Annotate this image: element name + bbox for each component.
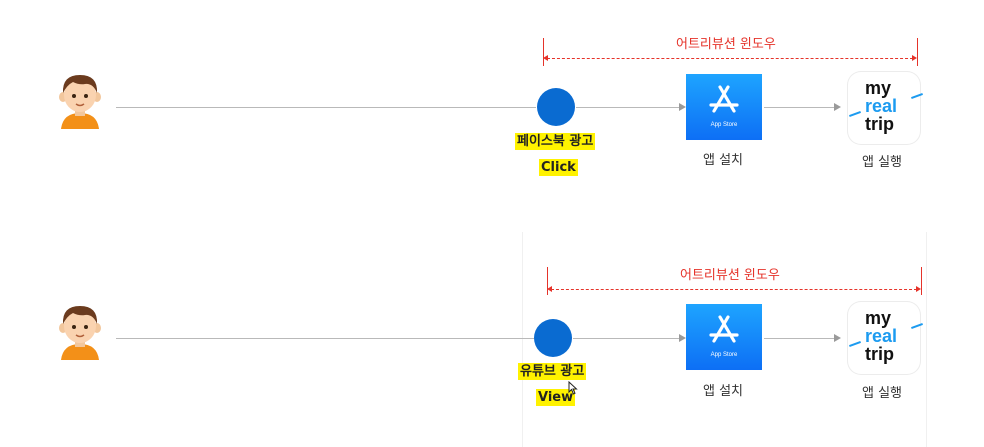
myrealtrip-logo: my real trip	[847, 301, 923, 375]
logo-accent-stroke	[911, 93, 923, 99]
flow-line	[116, 107, 536, 108]
user-avatar-icon	[57, 73, 103, 129]
arrow-right-icon	[834, 334, 841, 342]
attribution-window-label: 어트리뷰션 윈도우	[676, 37, 776, 52]
ad-event-dot	[534, 319, 572, 357]
install-caption: 앱 설치	[703, 384, 744, 399]
arrow-right-icon	[679, 103, 686, 111]
flow-line	[573, 338, 680, 339]
attribution-window-label: 어트리뷰션 윈도우	[680, 268, 780, 283]
flow-row-youtube: 어트리뷰션 윈도우 유튜브 광고 View App Store 앱 설치	[0, 231, 984, 441]
arrow-right-icon	[679, 334, 686, 342]
flow-line	[764, 338, 835, 339]
guide-line	[926, 232, 927, 447]
app-store-icon: App Store	[686, 74, 762, 140]
window-end-tick	[917, 38, 918, 66]
logo-word-my: my	[865, 308, 892, 328]
app-store-icon: App Store	[686, 304, 762, 370]
myrealtrip-logo: my real trip	[847, 71, 923, 145]
app-store-label: App Store	[710, 352, 738, 358]
app-store-label: App Store	[710, 122, 738, 128]
flow-line	[576, 107, 680, 108]
launch-caption: 앱 실행	[862, 386, 903, 401]
logo-word-my: my	[865, 78, 892, 98]
logo-word-trip: trip	[865, 114, 894, 134]
ad-action-label: View	[536, 389, 576, 406]
ad-event-dot	[537, 88, 575, 126]
window-arrow-right-icon	[912, 55, 917, 61]
flow-line	[764, 107, 835, 108]
launch-caption: 앱 실행	[862, 155, 903, 170]
logo-word-real: real	[865, 96, 898, 116]
logo-accent-stroke	[849, 341, 861, 347]
logo-accent-stroke	[849, 111, 861, 117]
flow-line	[116, 338, 534, 339]
logo-accent-stroke	[911, 323, 923, 329]
install-caption: 앱 설치	[703, 153, 744, 168]
window-arrow-right-icon	[916, 286, 921, 292]
ad-source-label: 유튜브 광고	[518, 363, 587, 380]
guide-line	[522, 232, 523, 447]
window-start-tick	[543, 38, 544, 66]
window-end-tick	[921, 267, 922, 295]
user-avatar-icon	[57, 304, 103, 360]
window-start-tick	[547, 267, 548, 295]
logo-word-trip: trip	[865, 344, 894, 364]
ad-action-label: Click	[539, 159, 578, 176]
logo-word-real: real	[865, 326, 898, 346]
arrow-right-icon	[834, 103, 841, 111]
flow-row-facebook: 어트리뷰션 윈도우 페이스북 광고 Click App St	[0, 0, 984, 210]
attribution-window-line	[551, 289, 917, 290]
attribution-window-line	[547, 58, 913, 59]
ad-source-label: 페이스북 광고	[515, 133, 596, 150]
window-arrow-left-icon	[547, 286, 552, 292]
window-arrow-left-icon	[543, 55, 548, 61]
mouse-cursor-icon	[568, 380, 578, 399]
